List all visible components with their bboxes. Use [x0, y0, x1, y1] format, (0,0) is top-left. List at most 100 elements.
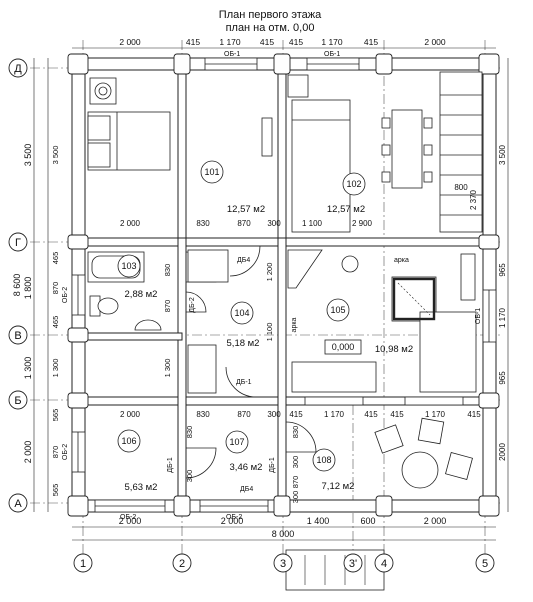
dim-bottom-2: 2 000	[221, 516, 244, 526]
room-area-101: 12,57 м2	[227, 204, 265, 215]
axis-row-d: Д	[14, 63, 22, 75]
dim-bottom-4: 600	[360, 516, 375, 526]
axis-col-4: 4	[381, 558, 387, 570]
dim-top-7: 415	[364, 37, 378, 47]
dim-v-3: 1 200	[265, 263, 274, 282]
axis-col-3prime: 3'	[349, 558, 357, 570]
axis-row-a: А	[14, 498, 22, 510]
window-label-bottom-2: ОБ-2	[226, 514, 242, 521]
dim-v-9: 1 300	[163, 359, 172, 378]
window-label-top-2: ОБ-1	[324, 51, 340, 58]
room-num-104: 104	[234, 308, 249, 318]
dim-left-inner-3: 870	[51, 282, 60, 295]
dim-right-5: 2000	[498, 443, 507, 461]
dim-v-4: 1 100	[265, 323, 274, 342]
door-label-db2: ДБ-2	[189, 297, 196, 313]
axis-col-3: 3	[280, 558, 286, 570]
dim-g-3: 870	[237, 219, 251, 228]
room-num-107: 107	[229, 437, 244, 447]
dim-top-2: 415	[186, 37, 200, 47]
room-num-101: 101	[204, 167, 219, 177]
room-num-103: 103	[121, 261, 136, 271]
dim-right-4: 965	[498, 371, 507, 385]
door-label-db1-3: ДБ-1	[269, 457, 276, 473]
dim-g-6: 2 900	[352, 219, 373, 228]
dim-bottom-5: 2 000	[424, 516, 447, 526]
axis-row-g: Г	[15, 237, 21, 249]
room-num-106: 106	[121, 436, 136, 446]
dim-total-left: 8 600	[12, 274, 22, 297]
level-mark: 0,000	[332, 342, 355, 352]
dim-b-7: 415	[364, 410, 378, 419]
dim-right-1: 3 500	[498, 144, 507, 165]
dim-b-10: 415	[467, 410, 481, 419]
dim-b-3: 870	[237, 410, 251, 419]
dim-g-2: 830	[196, 219, 210, 228]
room-area-102: 12,57 м2	[327, 204, 365, 215]
dim-left-inner-8: 565	[51, 484, 60, 497]
dim-left-inner-2: 465	[51, 252, 60, 265]
door-label-db1-2: ДБ-1	[167, 457, 174, 473]
window-label-left-2: ОБ-2	[62, 287, 69, 303]
dim-top-6: 1 170	[321, 37, 343, 47]
plan-title: План первого этажа	[218, 9, 322, 21]
dim-b-1: 2 000	[120, 410, 141, 419]
dim-b-5: 415	[289, 410, 303, 419]
dim-top-4: 415	[260, 37, 274, 47]
dim-left-inner-1: 3 500	[51, 146, 60, 165]
dim-total-bottom: 8 000	[272, 529, 295, 539]
arch-label-2: арка	[291, 317, 298, 332]
room-area-106: 5,63 м2	[125, 482, 158, 493]
dim-top-1: 2 000	[119, 37, 141, 47]
dim-left-4: 2 000	[23, 441, 33, 464]
dim-b-2: 830	[196, 410, 210, 419]
window-label-left-1: ОБ-2	[62, 444, 69, 460]
room-area-107: 3,46 м2	[230, 462, 263, 473]
room-num-108: 108	[316, 455, 331, 465]
dim-left-inner-7: 870	[51, 446, 60, 459]
axis-col-1: 1	[80, 558, 86, 570]
dim-left-1: 3 500	[23, 144, 33, 167]
dim-top-8: 2 000	[424, 37, 446, 47]
dim-bottom-3: 1 400	[307, 516, 330, 526]
dim-v-7: 870	[291, 476, 300, 489]
dim-v-6: 300	[291, 456, 300, 469]
dim-v-2: 870	[163, 300, 172, 313]
dim-v-10: 300	[185, 470, 194, 483]
door-label-db1-1: ДБ-1	[236, 379, 252, 386]
dim-right-2: 965	[498, 263, 507, 277]
dim-v-8: 300	[291, 491, 300, 504]
room-num-102: 102	[346, 179, 361, 189]
dim-top-5: 415	[289, 37, 303, 47]
dim-g-4: 300	[267, 219, 281, 228]
dim-v-11: 830	[185, 426, 194, 439]
dim-left-inner-4: 465	[51, 316, 60, 329]
dim-left-3: 1 300	[23, 357, 33, 380]
window-label-top-1: ОБ-1	[224, 51, 240, 58]
dim-b-8: 415	[390, 410, 404, 419]
room-num-105: 105	[330, 305, 345, 315]
dim-g-5: 1 100	[302, 219, 323, 228]
dim-right-3: 1 170	[498, 307, 507, 328]
dim-bottom-1: 2 000	[119, 516, 142, 526]
room-area-105: 10,98 м2	[375, 344, 413, 355]
dim-b-6: 1 170	[324, 410, 345, 419]
dim-b-4: 300	[267, 410, 281, 419]
dim-v-5: 830	[291, 426, 300, 439]
axis-row-b: Б	[14, 395, 21, 407]
stair-dim-1: 800	[454, 183, 468, 192]
plan-subtitle: план на отм. 0,00	[225, 22, 315, 34]
arch-label-1: арка	[394, 257, 409, 264]
dim-left-2: 1 800	[23, 277, 33, 300]
window-label-right-1: ОБ-1	[475, 308, 482, 324]
room-area-103: 2,88 м2	[125, 289, 158, 300]
door-label-db4-2: ДБ4	[240, 486, 253, 493]
axis-col-5: 5	[482, 558, 488, 570]
dim-left-inner-5: 1 300	[51, 359, 60, 378]
dim-left-inner-6: 565	[51, 409, 60, 422]
dim-top-3: 1 170	[219, 37, 241, 47]
axis-col-2: 2	[179, 558, 185, 570]
stair-dim-2: 2 370	[469, 189, 478, 210]
room-area-108: 7,12 м2	[322, 481, 355, 492]
window-label-bottom-1: ОБ-2	[120, 514, 136, 521]
